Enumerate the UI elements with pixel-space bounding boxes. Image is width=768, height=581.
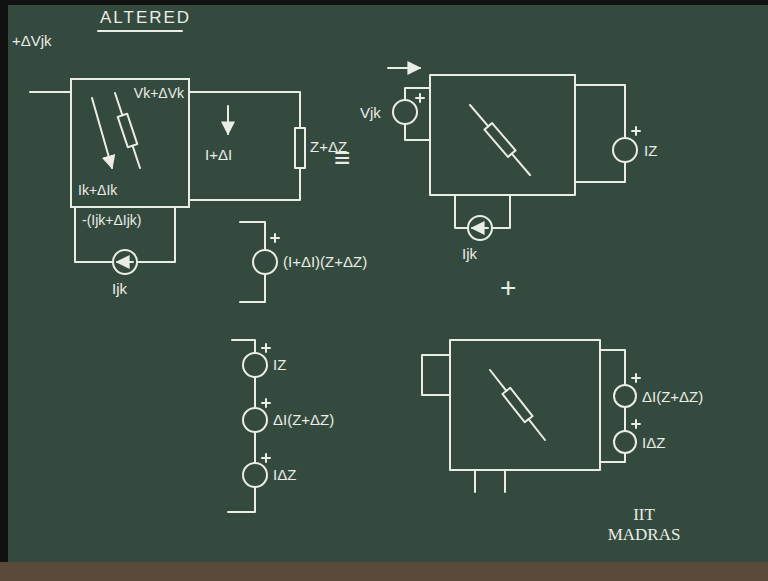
chalk-label: IΔZ xyxy=(273,466,296,483)
chalk-label: ΔI(Z+ΔZ) xyxy=(642,388,703,405)
chalk-label: Ijk xyxy=(112,280,127,297)
wire xyxy=(575,85,625,182)
wire xyxy=(470,105,530,175)
wire xyxy=(190,92,300,200)
chalk-label: ΔI(Z+ΔZ) xyxy=(273,411,334,428)
chalk-ledge xyxy=(0,562,768,581)
chalk-label: IZ xyxy=(273,356,286,373)
chalk-label: Vjk xyxy=(360,104,381,121)
network-box xyxy=(450,340,600,470)
chalk-label: + xyxy=(500,272,516,304)
chalk-label: I+ΔI xyxy=(205,146,232,163)
voltage-label: Vk+ΔVk xyxy=(134,85,184,101)
source-arrow xyxy=(117,261,133,263)
current-arrow xyxy=(227,106,229,134)
voltage-source xyxy=(243,353,267,377)
chalk-label: IΔZ xyxy=(642,434,665,451)
voltage-source xyxy=(614,385,636,407)
underline xyxy=(98,30,182,32)
resistor-symbol xyxy=(484,123,515,157)
voltage-source xyxy=(253,250,277,274)
voltage-source xyxy=(243,463,267,487)
polarity-mark xyxy=(416,94,424,102)
source-arrow xyxy=(472,227,488,229)
resistor-symbol xyxy=(502,388,532,422)
chalk-label: IZ xyxy=(644,142,657,159)
current-source xyxy=(113,250,137,274)
network-box xyxy=(430,75,575,195)
heading: ALTERED xyxy=(100,8,191,28)
voltage-source xyxy=(614,431,636,453)
polarity-mark xyxy=(632,127,640,135)
current-label: Ik+ΔIk xyxy=(78,182,117,198)
chalk-label: -(Ijk+ΔIjk) xyxy=(82,212,142,228)
resistor-symbol xyxy=(295,128,305,168)
resistor-symbol xyxy=(118,114,138,148)
open-terminal xyxy=(475,470,505,492)
network-box: Vk+ΔVkIk+ΔIk xyxy=(70,78,190,208)
board-edge xyxy=(0,0,768,5)
wire xyxy=(75,208,175,262)
polarity-mark xyxy=(262,344,270,462)
current-source xyxy=(468,216,492,240)
polarity-mark xyxy=(632,374,640,428)
voltage-source xyxy=(393,100,417,124)
polarity-mark xyxy=(271,234,279,242)
chalk-label: +ΔVjk xyxy=(12,32,52,49)
voltage-source xyxy=(243,408,267,432)
current-arrow xyxy=(92,98,112,168)
chalk-label: Ijk xyxy=(462,245,477,262)
direction-arrow xyxy=(388,67,420,69)
chalk-label: ≡ xyxy=(334,142,350,174)
chalk-label: (I+ΔI)(Z+ΔZ) xyxy=(283,253,367,270)
wire xyxy=(30,91,70,93)
wire xyxy=(455,195,510,228)
board-edge xyxy=(0,0,8,581)
wire xyxy=(115,93,140,168)
wire xyxy=(490,370,545,440)
short-circuit xyxy=(422,355,450,395)
watermark: IIT MADRAS xyxy=(596,505,692,544)
voltage-source xyxy=(613,138,637,162)
